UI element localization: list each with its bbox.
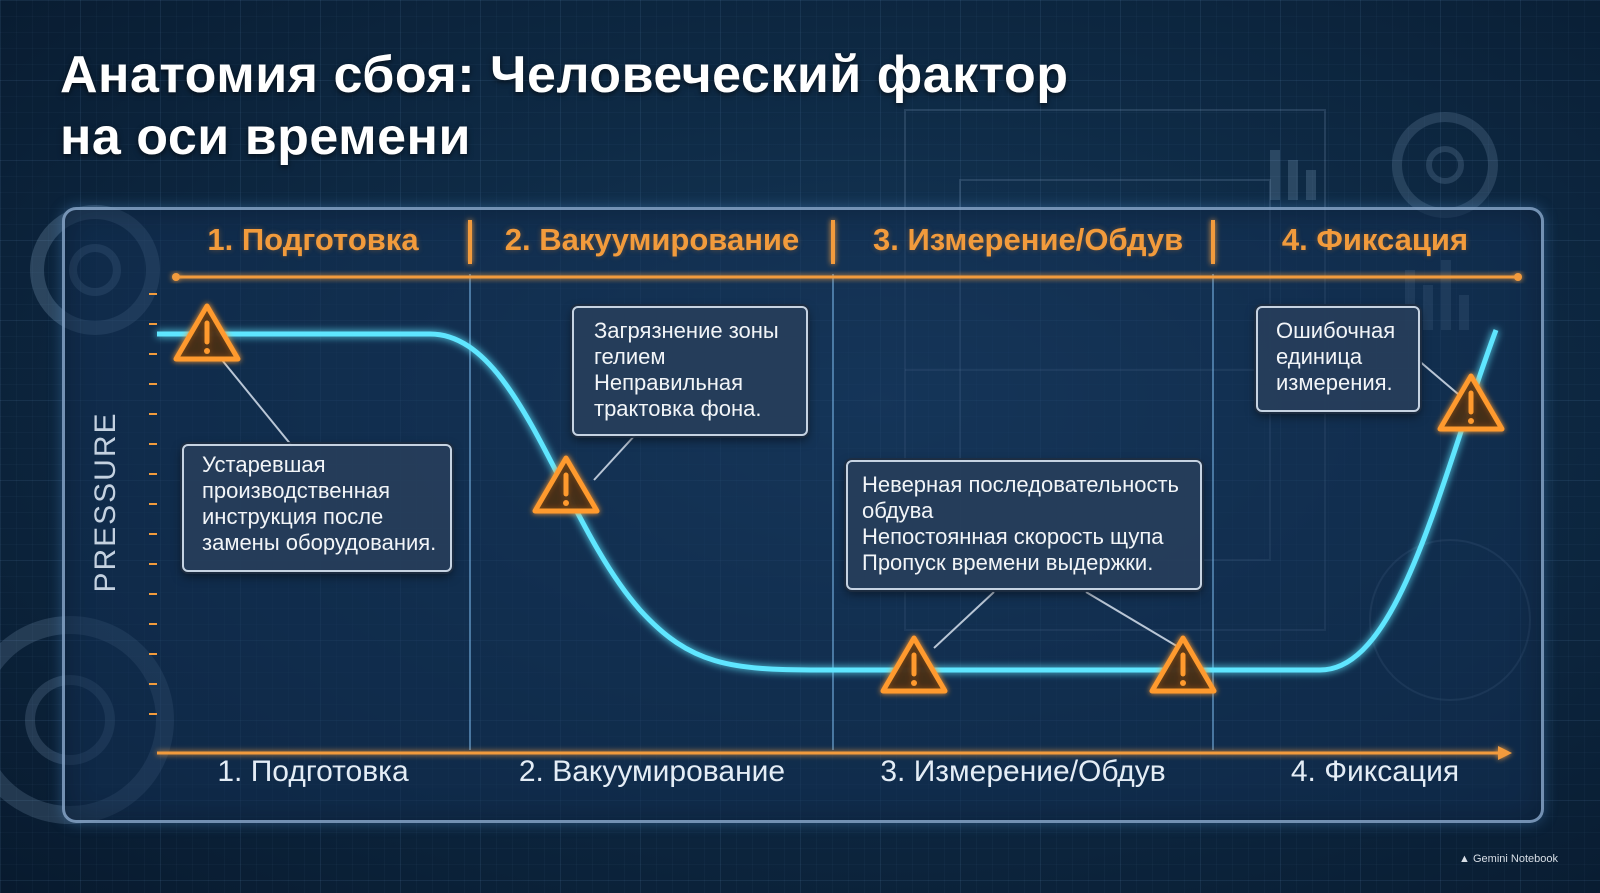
warning-icon bbox=[173, 303, 241, 362]
y-axis-ticks bbox=[149, 293, 157, 715]
callout-line: Неправильная bbox=[594, 370, 744, 395]
phase-top-3: 3. Измерение/Обдув bbox=[873, 222, 1184, 257]
callout-line: Ошибочная bbox=[1276, 318, 1396, 343]
page-title: Анатомия сбоя: Человеческий фактор на ос… bbox=[60, 44, 1068, 168]
warning-icon bbox=[880, 635, 948, 694]
title-line-2: на оси времени bbox=[60, 108, 471, 166]
title-line-1: Анатомия сбоя: Человеческий фактор bbox=[60, 46, 1069, 104]
callout-preparation: Устаревшая производственная инструкция п… bbox=[182, 444, 452, 572]
y-axis-label: PRESSURE bbox=[89, 411, 122, 593]
callout-line: измерения. bbox=[1276, 370, 1393, 395]
phase-bottom-2: 2. Вакуумирование bbox=[518, 755, 786, 788]
callout-line: Неверная последовательность bbox=[862, 472, 1180, 497]
callout-measurement: Неверная последовательность обдува Непос… bbox=[846, 460, 1202, 590]
callout-line: гелием bbox=[594, 344, 666, 369]
watermark: ▲ Gemini Notebook bbox=[1459, 853, 1558, 865]
phase-bottom-4: 4. Фиксация bbox=[1290, 755, 1460, 788]
phase-top-1: 1. Подготовка bbox=[207, 222, 419, 257]
warning-icon bbox=[1437, 373, 1505, 432]
phase-top-2: 2. Вакуумирование bbox=[504, 222, 800, 257]
x-axis bbox=[157, 746, 1512, 760]
phase-bottom-3: 3. Измерение/Обдув bbox=[880, 755, 1166, 788]
callout-line: трактовка фона. bbox=[594, 396, 762, 421]
callout-connectors bbox=[221, 359, 1459, 649]
phase-top-4: 4. Фиксация bbox=[1281, 222, 1469, 257]
callout-vacuum: Загрязнение зоны гелием Неправильная тра… bbox=[572, 306, 808, 436]
callout-fixation: Ошибочная единица измерения. bbox=[1256, 306, 1420, 412]
callout-line: инструкция после bbox=[202, 504, 384, 529]
callout-line: Устаревшая bbox=[202, 452, 326, 477]
gemini-icon: ▲ bbox=[1459, 853, 1470, 865]
top-timeline-axis bbox=[172, 273, 1522, 281]
watermark-text: Gemini Notebook bbox=[1473, 853, 1558, 865]
warning-icon bbox=[532, 455, 600, 514]
callout-line: Непостоянная скорость щупа bbox=[862, 524, 1164, 549]
warning-icon bbox=[1149, 635, 1217, 694]
callout-line: замены оборудования. bbox=[202, 530, 437, 555]
callout-line: Пропуск времени выдержки. bbox=[862, 550, 1154, 575]
callout-line: Загрязнение зоны bbox=[594, 318, 779, 343]
callout-line: производственная bbox=[202, 478, 390, 503]
phase-bottom-1: 1. Подготовка bbox=[217, 755, 409, 788]
pressure-curve bbox=[157, 329, 1499, 673]
callout-line: обдува bbox=[862, 498, 934, 523]
top-separators bbox=[468, 220, 1215, 264]
callout-line: единица bbox=[1276, 344, 1363, 369]
